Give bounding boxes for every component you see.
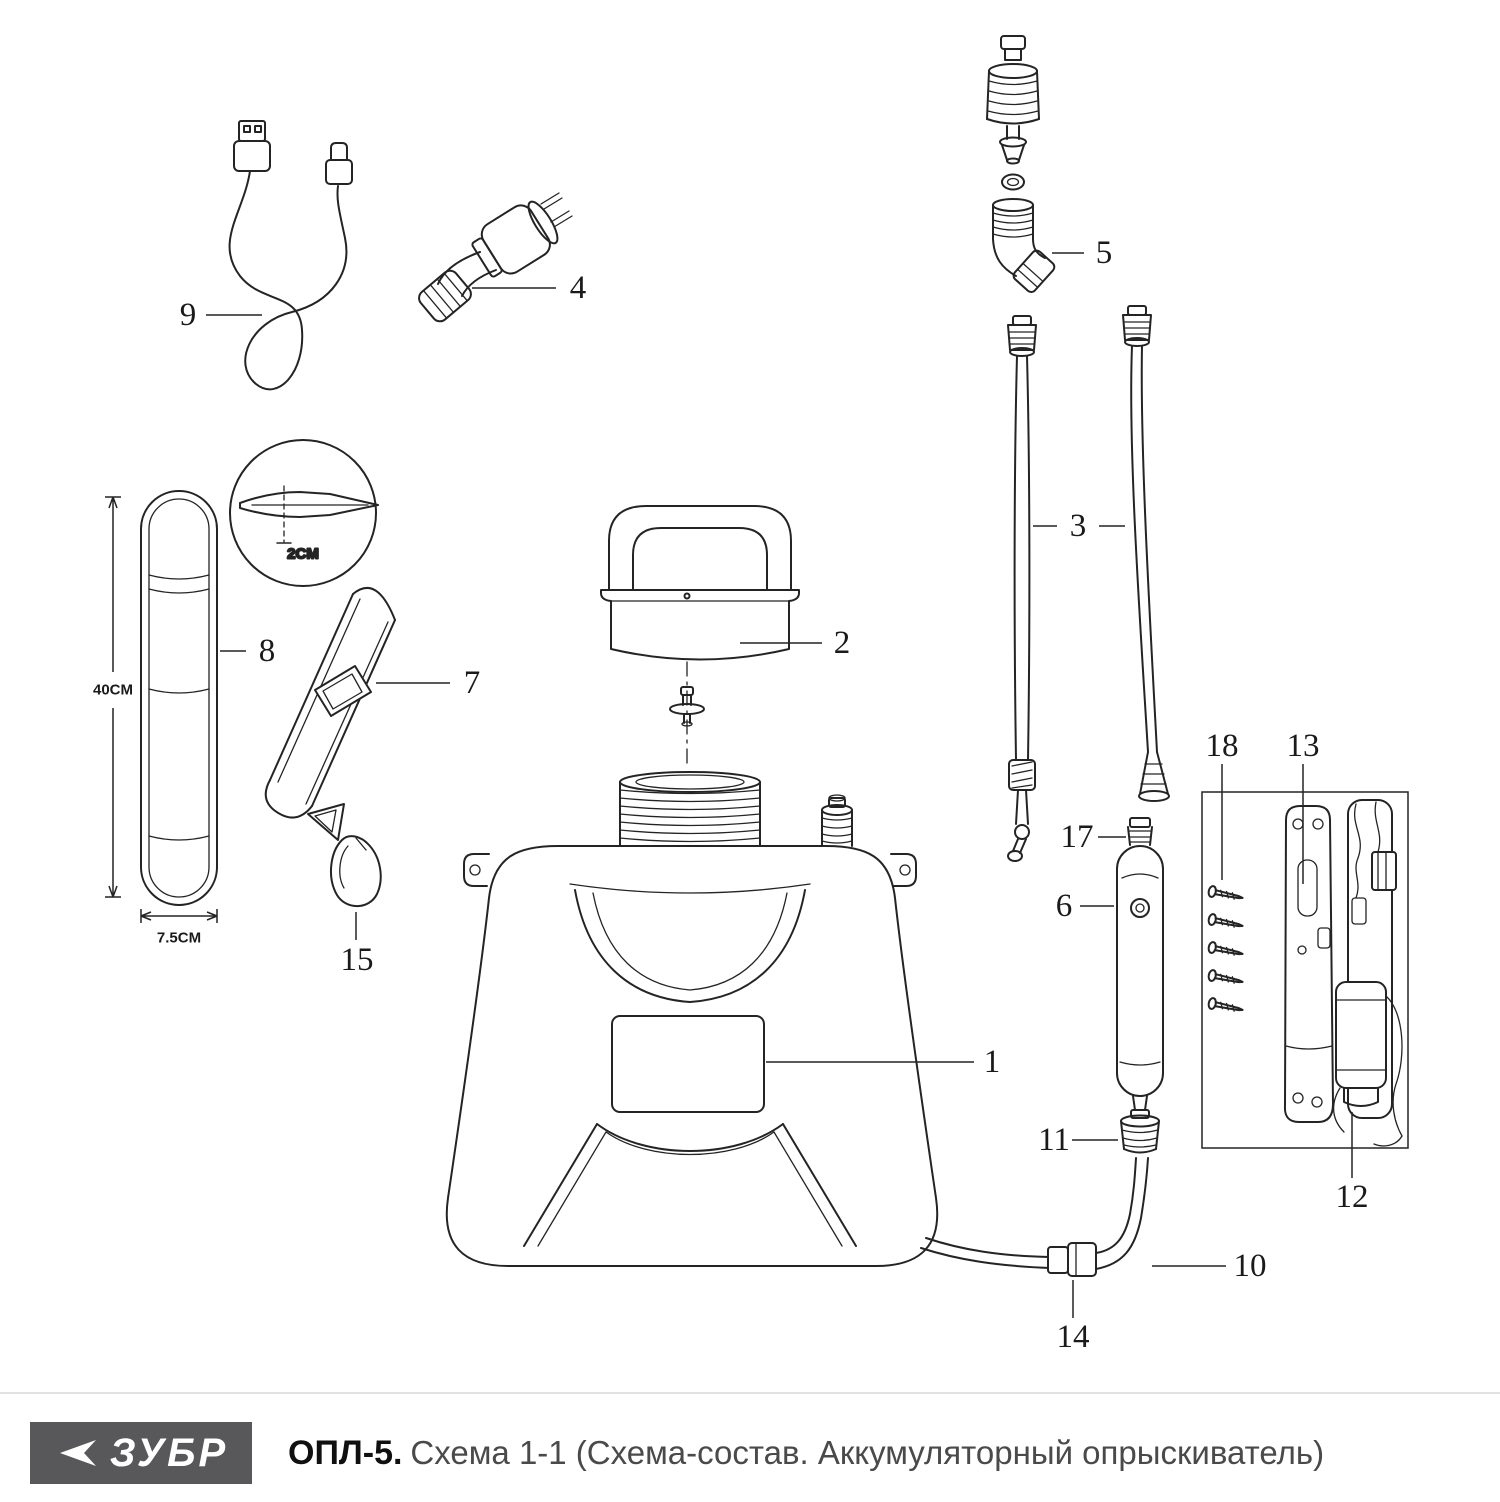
part-label-7: 7 (464, 665, 481, 701)
diagram-caption: ОПЛ-5.Схема 1-1 (Схема-состав. Аккумулят… (288, 1434, 1324, 1473)
part-5-nozzle-assembly-drawing (986, 35, 1056, 294)
part-label-10: 10 (1234, 1248, 1267, 1284)
part-8-shoulder-pad-drawing (140, 490, 218, 906)
part-2-cap-drawing (600, 505, 800, 769)
part-11-nut-drawing (1120, 1114, 1160, 1154)
brand-logo: ЗУБР (30, 1422, 252, 1484)
part-label-15: 15 (341, 942, 374, 978)
label-7: 7 (376, 665, 480, 701)
label-4: 4 (472, 270, 586, 306)
part-15-hook-drawing (330, 835, 382, 908)
label-1: 1 (766, 1044, 1000, 1080)
model-name: ОПЛ-5. (288, 1433, 403, 1472)
label-6: 6 (1056, 888, 1114, 924)
part-7-strap-drawing (264, 587, 396, 841)
dimension-tip-detail: 2CM (287, 546, 319, 563)
part-label-1: 1 (984, 1044, 1001, 1080)
brand-name: ЗУБР (109, 1431, 229, 1475)
part-label-11: 11 (1038, 1122, 1070, 1158)
caption-subtitle: Схема 1-1 (Схема-состав. Аккумуляторный … (410, 1433, 1325, 1471)
label-13: 13 (1287, 728, 1320, 884)
label-5: 5 (1052, 235, 1112, 271)
part-label-9: 9 (180, 297, 197, 333)
label-17: 17 (1061, 819, 1126, 855)
exploded-parts-diagram: 9 4 (93, 35, 1409, 1355)
part-label-17: 17 (1061, 819, 1094, 855)
part-label-3: 3 (1070, 508, 1087, 544)
label-3: 3 (1033, 508, 1125, 544)
part-label-13: 13 (1287, 728, 1320, 764)
part-label-5: 5 (1096, 235, 1113, 271)
label-18: 18 (1206, 728, 1239, 880)
part-4-charger-plug-drawing (418, 192, 573, 323)
part-3-wand-right-drawing (1122, 305, 1170, 802)
part-3-wand-left-drawing (1007, 315, 1037, 862)
part-1-tank-drawing (445, 771, 939, 1267)
label-10: 10 (1152, 1248, 1267, 1284)
label-2: 2 (740, 625, 850, 661)
part-label-4: 4 (570, 270, 587, 306)
part-6-valve-handle-drawing (1116, 845, 1164, 1119)
part-12-pump-drawing (1333, 799, 1403, 1147)
dimension-40cm: 40CM (93, 496, 133, 898)
label-11: 11 (1038, 1122, 1118, 1158)
parts-box-outline (1201, 791, 1409, 1149)
brand-arrow-icon (59, 1440, 96, 1466)
part-10-hose-drawing (920, 1157, 1149, 1270)
part-label-6: 6 (1056, 888, 1073, 924)
dimension-pad-width: 7.5CM (157, 930, 201, 947)
part-label-12: 12 (1336, 1179, 1369, 1215)
part-17-fitting-drawing (1127, 817, 1153, 846)
footer-row: ЗУБР ОПЛ-5.Схема 1-1 (Схема-состав. Акку… (0, 1394, 1500, 1484)
label-14: 14 (1057, 1280, 1090, 1355)
label-8: 8 (220, 633, 275, 669)
dimension-7-5cm: 7.5CM (140, 909, 218, 947)
detail-circle-2cm: 2CM (229, 439, 379, 587)
label-15: 15 (341, 912, 374, 978)
part-13-bracket-drawing (1283, 805, 1334, 1123)
part-18-screws-drawing (1207, 885, 1244, 1012)
part-label-8: 8 (259, 633, 276, 669)
dimension-pad-length: 40CM (93, 682, 133, 699)
part-9-usb-cable-drawing (228, 120, 353, 391)
part-14-coupler-drawing (1047, 1242, 1097, 1277)
part-label-14: 14 (1057, 1319, 1090, 1355)
label-9: 9 (180, 297, 262, 333)
part-label-2: 2 (834, 625, 851, 661)
part-label-18: 18 (1206, 728, 1239, 764)
footer: ЗУБР ОПЛ-5.Схема 1-1 (Схема-состав. Акку… (0, 1392, 1500, 1502)
label-12: 12 (1336, 1112, 1369, 1215)
